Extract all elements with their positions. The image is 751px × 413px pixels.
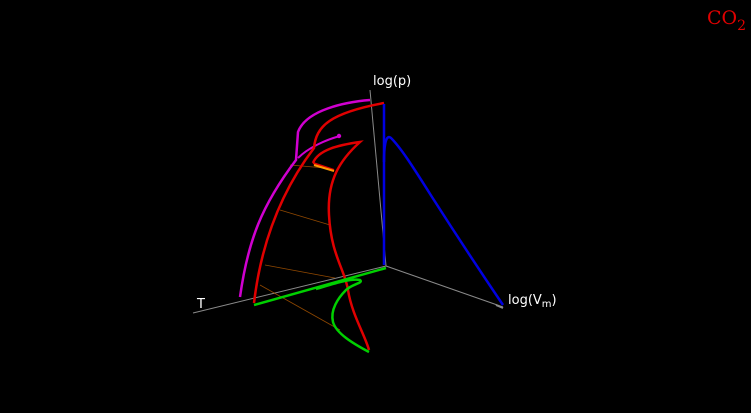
- green-base-curve: [253, 266, 387, 307]
- substance-formula: CO2: [707, 7, 746, 34]
- blue-projection-curve: [382, 135, 505, 306]
- pressure-axis-label: log(p): [373, 74, 411, 89]
- magenta-inner-curve: [297, 135, 341, 159]
- red-connector-line: [312, 162, 335, 171]
- temperature-axis: [192, 265, 387, 314]
- volume-axis-end: [495, 304, 504, 309]
- magenta-critical-point: [336, 133, 342, 139]
- orange-tie-line: [313, 164, 335, 172]
- magenta-isotherm-curve: [238, 98, 371, 298]
- temperature-axis-label: T: [196, 297, 205, 312]
- surface-guide-lines: [259, 164, 341, 331]
- green-projection-curve: [315, 278, 370, 354]
- volume-axis: [385, 265, 504, 308]
- red-coexistence-curve: [311, 140, 371, 351]
- red-outer-curve: [252, 101, 385, 304]
- volume-axis-label: log(Vm): [508, 293, 557, 310]
